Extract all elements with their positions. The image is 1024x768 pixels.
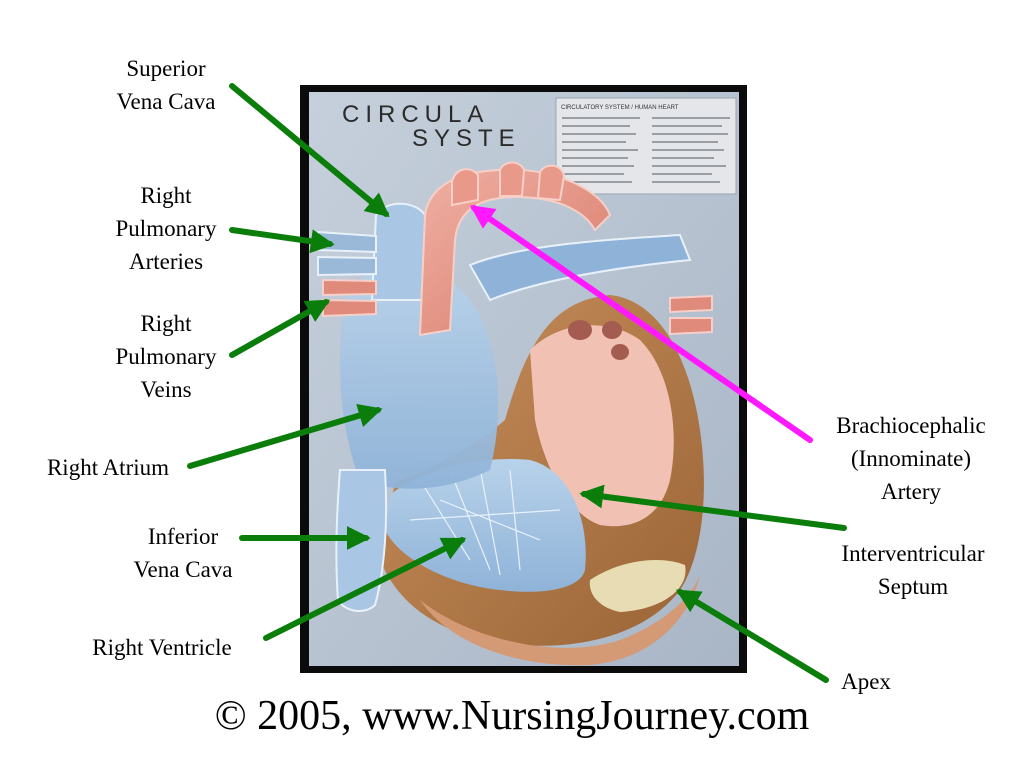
arrow-right-pulmonary-veins — [229, 299, 331, 358]
poster-legend: CIRCULATORY SYSTEM / HUMAN HEART — [555, 97, 737, 195]
pointer-arrows — [187, 83, 847, 683]
label-superior-vena-cava: Superior Vena Cava — [96, 52, 236, 118]
label-inferior-vena-cava-line1: Inferior — [147, 524, 219, 549]
label-right-ventricle-line1: Right Ventricle — [92, 635, 232, 660]
copyright-notice: © 2005, www.NursingJourney.com — [214, 693, 810, 739]
label-right-pulmonary-arteries-line2: Pulmonary — [115, 216, 217, 241]
apex-tissue — [420, 575, 700, 666]
arrow-brachiocephalic-artery — [470, 205, 813, 443]
label-apex: Apex — [816, 665, 916, 698]
right-atrium-chamber — [340, 266, 499, 489]
left-carotid-vessel — [499, 161, 526, 197]
label-brachiocephalic-artery-line2: (Innominate) — [850, 446, 972, 471]
label-right-atrium-line1: Right Atrium — [46, 455, 170, 480]
valve-1 — [568, 320, 592, 340]
label-right-pulmonary-veins-line1: Right — [140, 311, 192, 336]
label-superior-vena-cava-line1: Superior — [126, 56, 206, 81]
label-interventricular-septum-line1: Interventricular — [841, 541, 985, 566]
poster-legend-title: CIRCULATORY SYSTEM / HUMAN HEART — [561, 105, 679, 111]
label-right-pulmonary-arteries-line3: Arteries — [128, 249, 204, 274]
right-ventricle-chamber — [385, 459, 586, 592]
label-interventricular-septum: Interventricular Septum — [808, 537, 1018, 603]
right-pulmonary-artery-lower — [317, 255, 377, 277]
label-interventricular-septum-line2: Septum — [877, 574, 949, 599]
left-ventricle — [530, 325, 674, 527]
label-brachiocephalic-artery-line1: Brachiocephalic — [836, 413, 986, 438]
arrow-superior-vena-cava — [229, 83, 390, 218]
poster-title-line2: SYSTE — [412, 125, 521, 152]
arrow-right-ventricle — [263, 537, 467, 641]
label-apex-line1: Apex — [841, 669, 891, 694]
label-right-pulmonary-veins-line3: Veins — [140, 377, 192, 402]
brachiocephalic-vessel — [451, 168, 479, 207]
right-pulmonary-vein-lower — [322, 298, 377, 318]
label-right-pulmonary-veins-line2: Pulmonary — [115, 344, 217, 369]
left-pulmonary-vein-lower — [669, 317, 713, 336]
apex-fat — [589, 560, 686, 612]
arrow-apex — [675, 589, 829, 683]
label-right-atrium: Right Atrium — [18, 451, 198, 484]
label-right-pulmonary-veins: Right Pulmonary Veins — [96, 307, 236, 406]
label-right-ventricle: Right Ventricle — [62, 631, 262, 664]
label-inferior-vena-cava: Inferior Vena Cava — [113, 520, 253, 586]
label-brachiocephalic-artery-line3: Artery — [880, 479, 942, 504]
label-brachiocephalic-artery: Brachiocephalic (Innominate) Artery — [806, 409, 1016, 508]
valve-2 — [602, 321, 622, 339]
poster-title-line1: CIRCULA — [342, 101, 489, 128]
left-pulmonary-vein-upper — [669, 294, 713, 314]
label-right-pulmonary-arteries-line1: Right — [140, 183, 192, 208]
label-superior-vena-cava-line2: Vena Cava — [116, 89, 216, 114]
label-inferior-vena-cava-line2: Vena Cava — [133, 557, 233, 582]
right-pulmonary-vein-upper — [322, 278, 377, 297]
label-right-pulmonary-arteries: Right Pulmonary Arteries — [96, 179, 236, 278]
left-subclavian-vessel — [536, 164, 566, 202]
arrow-interventricular-septum — [579, 484, 847, 531]
arrow-right-pulmonary-arteries — [229, 227, 335, 254]
arrow-right-atrium — [187, 403, 383, 469]
valve-3 — [611, 344, 629, 360]
